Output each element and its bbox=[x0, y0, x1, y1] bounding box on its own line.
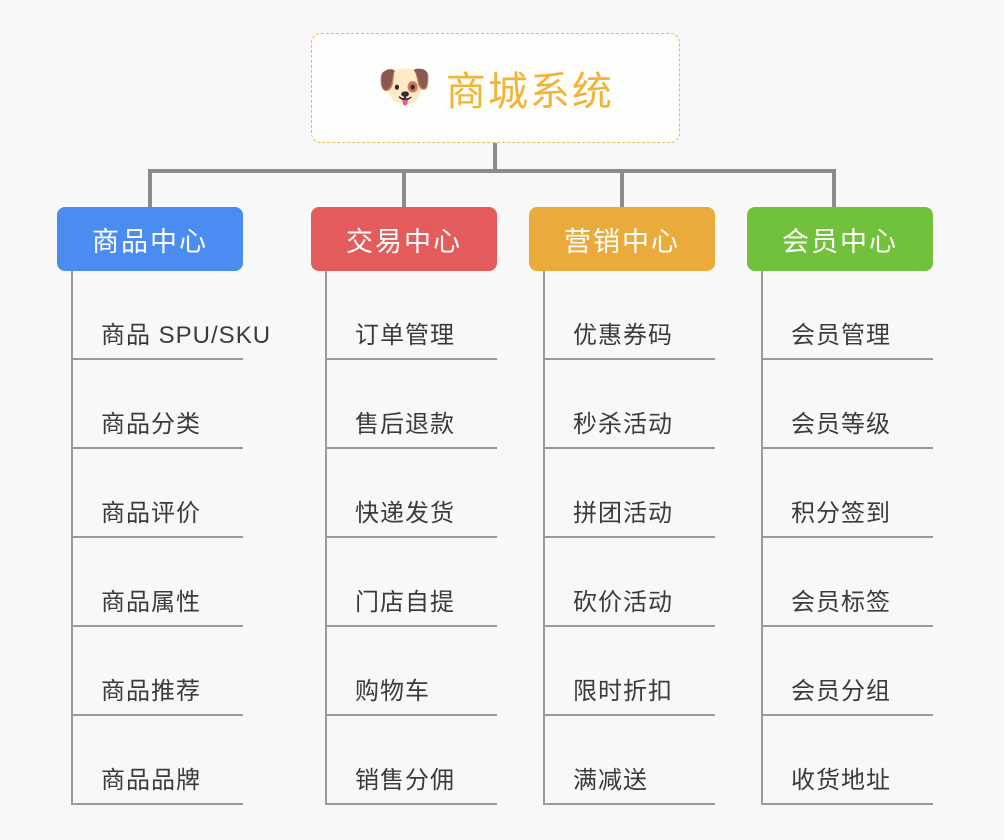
leaf-item[interactable]: 商品分类 bbox=[71, 360, 243, 449]
leaf-item[interactable]: 订单管理 bbox=[325, 271, 497, 360]
leaf-item[interactable]: 会员等级 bbox=[761, 360, 933, 449]
leaf-item[interactable]: 满减送 bbox=[543, 716, 715, 805]
leaf-item[interactable]: 拼团活动 bbox=[543, 449, 715, 538]
connector-drop-4 bbox=[832, 169, 836, 207]
leaf-tree-2: 订单管理售后退款快递发货门店自提购物车销售分佣 bbox=[325, 271, 497, 805]
category-header-3[interactable]: 营销中心 bbox=[529, 207, 715, 271]
leaf-item[interactable]: 商品评价 bbox=[71, 449, 243, 538]
leaf-item-label: 会员分组 bbox=[791, 678, 891, 705]
leaf-item-label: 满减送 bbox=[573, 767, 648, 794]
leaf-tree-3: 优惠券码秒杀活动拼团活动砍价活动限时折扣满减送 bbox=[543, 271, 715, 805]
leaf-item[interactable]: 会员标签 bbox=[761, 538, 933, 627]
leaf-item-label: 商品评价 bbox=[101, 500, 201, 527]
leaf-item[interactable]: 砍价活动 bbox=[543, 538, 715, 627]
leaf-item-label: 砍价活动 bbox=[573, 589, 673, 616]
leaf-tree-1: 商品 SPU/SKU 商品分类商品评价商品属性商品推荐商品品牌 bbox=[71, 271, 270, 805]
category-column-4: 会员中心会员管理会员等级积分签到会员标签会员分组收货地址 bbox=[747, 207, 933, 805]
category-header-2[interactable]: 交易中心 bbox=[311, 207, 497, 271]
connector-drop-1 bbox=[148, 169, 152, 207]
leaf-item-label: 会员标签 bbox=[791, 589, 891, 616]
tree-trunk-line bbox=[761, 271, 763, 805]
leaf-item-label: 拼团活动 bbox=[573, 500, 673, 527]
category-header-4[interactable]: 会员中心 bbox=[747, 207, 933, 271]
leaf-item[interactable]: 门店自提 bbox=[325, 538, 497, 627]
root-title: 商城系统 bbox=[445, 70, 614, 114]
leaf-item[interactable]: 商品品牌 bbox=[71, 716, 243, 805]
leaf-item-label: 售后退款 bbox=[355, 411, 455, 438]
leaf-item[interactable]: 会员管理 bbox=[761, 271, 933, 360]
leaf-item[interactable]: 快递发货 bbox=[325, 449, 497, 538]
connector-drop-2 bbox=[402, 169, 406, 207]
leaf-item[interactable]: 秒杀活动 bbox=[543, 360, 715, 449]
connector-horizontal-bus bbox=[148, 169, 834, 173]
category-header-1[interactable]: 商品中心 bbox=[57, 207, 243, 271]
leaf-item[interactable]: 优惠券码 bbox=[543, 271, 715, 360]
leaf-item-label: 快递发货 bbox=[355, 500, 455, 527]
leaf-tree-4: 会员管理会员等级积分签到会员标签会员分组收货地址 bbox=[761, 271, 933, 805]
leaf-item-label: 门店自提 bbox=[355, 589, 455, 616]
leaf-item-label: 商品属性 bbox=[101, 589, 201, 616]
leaf-item-label: 会员管理 bbox=[791, 322, 891, 349]
leaf-item[interactable]: 限时折扣 bbox=[543, 627, 715, 716]
leaf-item-label: 会员等级 bbox=[791, 411, 891, 438]
leaf-item-label: 订单管理 bbox=[355, 322, 455, 349]
leaf-item[interactable]: 商品推荐 bbox=[71, 627, 243, 716]
category-column-2: 交易中心订单管理售后退款快递发货门店自提购物车销售分佣 bbox=[311, 207, 497, 805]
leaf-item-label: 商品品牌 bbox=[101, 767, 201, 794]
tree-trunk-line bbox=[325, 271, 327, 805]
connector-drop-3 bbox=[620, 169, 624, 207]
leaf-item-label: 积分签到 bbox=[791, 500, 891, 527]
leaf-item-label: 秒杀活动 bbox=[573, 411, 673, 438]
dog-face-icon: 🐶 bbox=[377, 62, 432, 111]
leaf-item[interactable]: 商品 SPU/SKU bbox=[71, 271, 270, 360]
connector-root-stub bbox=[493, 143, 497, 171]
tree-trunk-line bbox=[71, 271, 73, 805]
leaf-item[interactable]: 售后退款 bbox=[325, 360, 497, 449]
leaf-item-label: 销售分佣 bbox=[355, 767, 455, 794]
leaf-item[interactable]: 积分签到 bbox=[761, 449, 933, 538]
leaf-item[interactable]: 收货地址 bbox=[761, 716, 933, 805]
leaf-item-label: 优惠券码 bbox=[573, 322, 673, 349]
leaf-item-label: 购物车 bbox=[355, 678, 430, 705]
category-column-1: 商品中心商品 SPU/SKU 商品分类商品评价商品属性商品推荐商品品牌 bbox=[57, 207, 270, 805]
leaf-item-label: 商品分类 bbox=[101, 411, 201, 438]
leaf-item[interactable]: 商品属性 bbox=[71, 538, 243, 627]
leaf-item-label: 收货地址 bbox=[791, 767, 891, 794]
category-column-3: 营销中心优惠券码秒杀活动拼团活动砍价活动限时折扣满减送 bbox=[529, 207, 715, 805]
tree-trunk-line bbox=[543, 271, 545, 805]
leaf-item-label: 商品推荐 bbox=[101, 678, 201, 705]
leaf-item[interactable]: 购物车 bbox=[325, 627, 497, 716]
leaf-item-label: 商品 SPU/SKU bbox=[101, 322, 272, 349]
leaf-item[interactable]: 会员分组 bbox=[761, 627, 933, 716]
root-node[interactable]: 🐶 商城系统 bbox=[311, 33, 680, 143]
leaf-item-label: 限时折扣 bbox=[573, 678, 673, 705]
leaf-item[interactable]: 销售分佣 bbox=[325, 716, 497, 805]
